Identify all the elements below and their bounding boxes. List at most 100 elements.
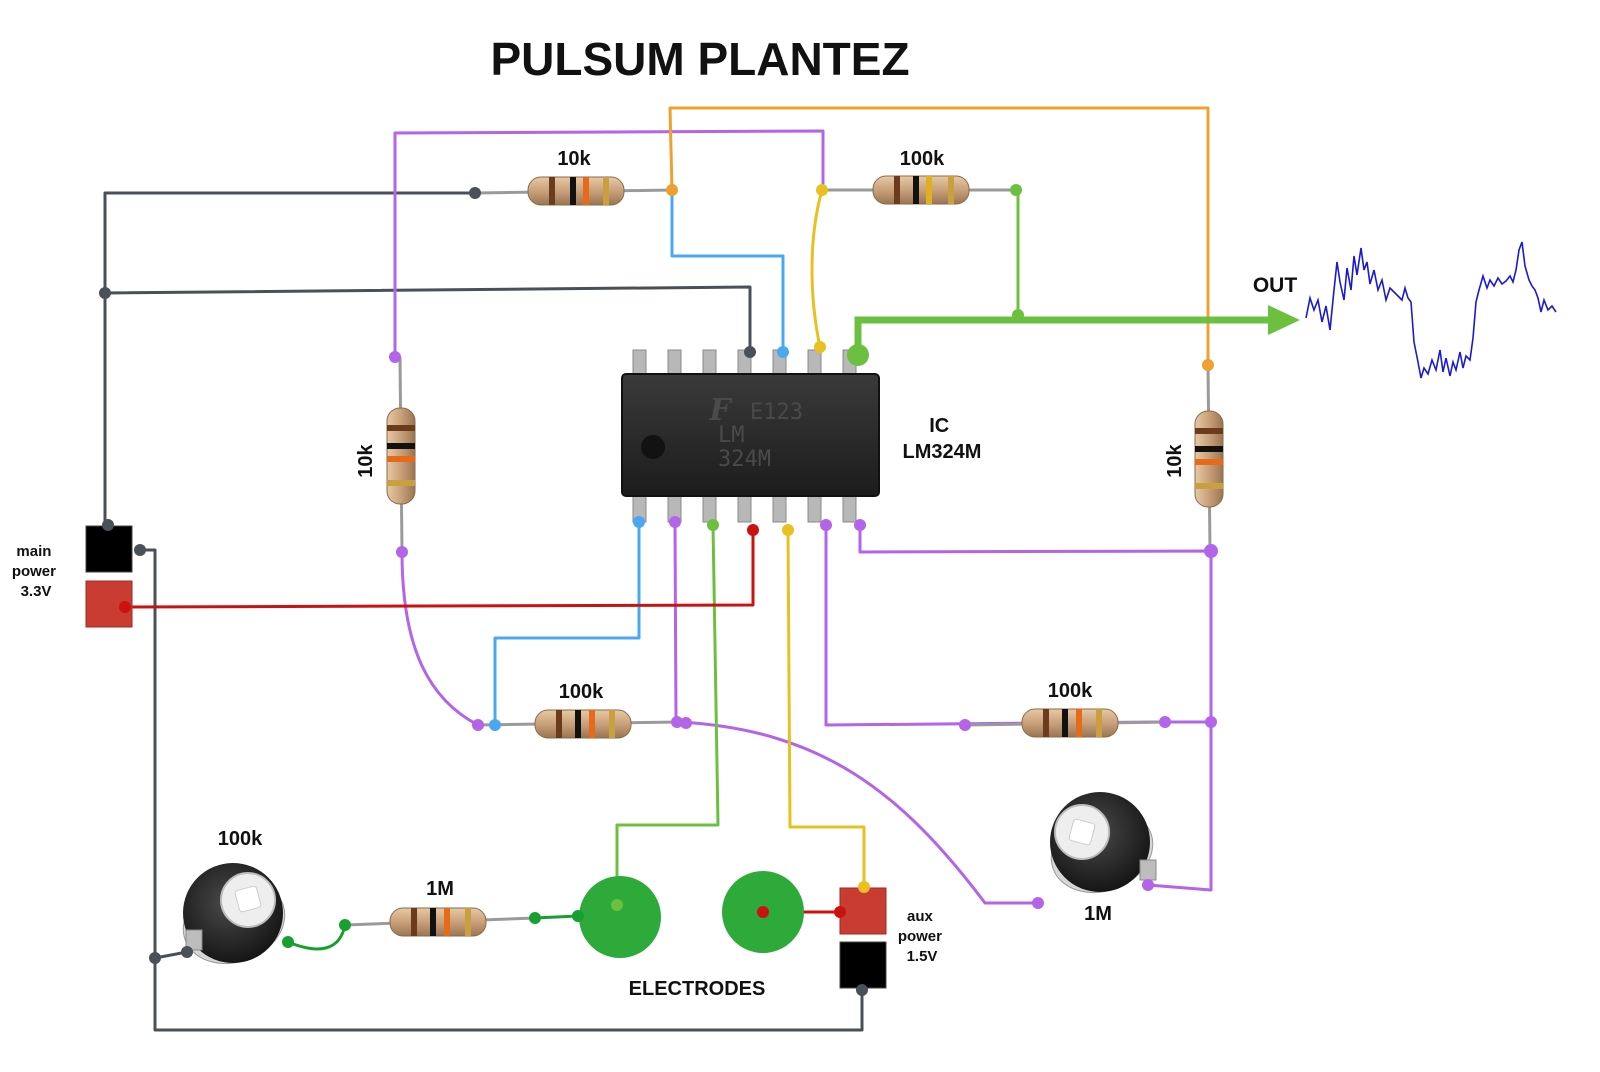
- main-power-line-2: power: [12, 563, 56, 580]
- output-waveform: [1305, 241, 1557, 379]
- aux-power-connector: [839, 887, 887, 989]
- label-10k-right-vertical: 10k: [1164, 443, 1186, 477]
- main-power-label: main power 3.3V: [12, 543, 60, 600]
- red-wire: [124, 530, 755, 609]
- green-wires: [615, 188, 1020, 905]
- label-100k-pot: 100k: [218, 828, 263, 850]
- dot: [1032, 897, 1044, 909]
- main-power-line-1: main: [16, 543, 51, 560]
- fairchild-logo: F: [708, 393, 733, 428]
- dot: [959, 719, 971, 731]
- dot: [1010, 184, 1022, 196]
- out-label: OUT: [1253, 274, 1298, 297]
- dark-green-wire-pot: [287, 924, 347, 951]
- aux-power-line-3: 1.5V: [907, 948, 938, 965]
- dot: [611, 899, 623, 911]
- dot: [1142, 879, 1154, 891]
- aux-power-line-2: power: [898, 928, 942, 945]
- dot: [529, 912, 541, 924]
- main-power-line-3: 3.3V: [21, 583, 52, 600]
- label-10k-top: 10k: [557, 148, 591, 170]
- label-1m-pot: 1M: [1084, 903, 1112, 925]
- dot: [472, 719, 484, 731]
- label-10k-left-vertical: 10k: [355, 443, 377, 477]
- dot: [633, 516, 645, 528]
- dot: [1159, 716, 1171, 728]
- dot: [1205, 716, 1217, 728]
- dot: [666, 184, 678, 196]
- resistor-1m-electrode: [344, 907, 536, 937]
- dot: [669, 516, 681, 528]
- purple-wires: [393, 129, 1213, 905]
- dot: [858, 881, 870, 893]
- aux-power-line-1: aux: [907, 908, 934, 925]
- ic-pins-bottom: [632, 493, 857, 523]
- label-100k-bottom-left: 100k: [559, 681, 604, 703]
- ic-pin1-dot: [641, 435, 665, 459]
- dot: [856, 984, 868, 996]
- dot: [1012, 309, 1024, 321]
- potentiometer-100k: [182, 863, 286, 965]
- dot: [489, 719, 501, 731]
- resistor-10k-left-vertical: [386, 356, 416, 553]
- resistor-10k-top: [474, 176, 673, 206]
- wires: [103, 106, 1213, 1032]
- dot: [119, 601, 131, 613]
- ic-label-line-2: LM324M: [903, 441, 982, 463]
- label-1m-electrode: 1M: [426, 878, 454, 900]
- ic-label: IC LM324M: [903, 415, 982, 463]
- dot: [1204, 544, 1218, 558]
- orange-wire: [668, 106, 1210, 365]
- dot: [339, 919, 351, 931]
- dot: [389, 351, 401, 363]
- yellow-wire-top: [810, 189, 824, 348]
- gray-wires: [103, 191, 864, 1032]
- resistor-10k-right-vertical: [1194, 364, 1224, 552]
- chip-marking-line-3: 324M: [718, 447, 771, 472]
- dot: [820, 519, 832, 531]
- dot: [99, 287, 111, 299]
- dot: [572, 910, 584, 922]
- potentiometer-1m: [1050, 792, 1157, 894]
- dot: [181, 946, 193, 958]
- dot: [680, 717, 692, 729]
- label-100k-top: 100k: [900, 148, 945, 170]
- dot: [707, 519, 719, 531]
- dot: [102, 519, 114, 531]
- dot: [469, 187, 481, 199]
- dot: [757, 906, 769, 918]
- aux-power-label: aux power 1.5V: [898, 908, 946, 965]
- chip-marking-line-1: E123: [750, 400, 803, 425]
- dot: [782, 524, 794, 536]
- dot: [1202, 359, 1214, 371]
- output-line: [854, 305, 1300, 355]
- electrodes-label: ELECTRODES: [629, 978, 766, 1000]
- dot: [854, 519, 866, 531]
- resistor-100k-bottom-right: [964, 708, 1166, 738]
- dot: [777, 346, 789, 358]
- dot: [149, 952, 161, 964]
- blue-wires: [493, 190, 785, 725]
- page-title: PULSUM PLANTEZ: [490, 33, 909, 85]
- dot: [671, 716, 683, 728]
- dot: [814, 341, 826, 353]
- ic-chip: F E123 LM 324M: [621, 349, 880, 523]
- label-100k-bottom-right: 100k: [1048, 680, 1093, 702]
- chip-marking-line-2: LM: [718, 423, 745, 448]
- junction-dots: [99, 184, 1218, 996]
- electrode-left: [579, 876, 661, 958]
- dot: [847, 344, 869, 366]
- dot: [816, 184, 828, 196]
- dot: [747, 524, 759, 536]
- yellow-wire-bottom: [786, 529, 866, 887]
- ic-label-line-1: IC: [929, 415, 949, 437]
- dot: [744, 346, 756, 358]
- dot: [834, 906, 846, 918]
- resistor-100k-top: [822, 175, 1016, 205]
- dark-green-wire-electrode: [534, 914, 579, 920]
- dot: [282, 936, 294, 948]
- dot: [134, 544, 146, 556]
- resistor-100k-bottom-left: [477, 709, 681, 739]
- dot: [396, 546, 408, 558]
